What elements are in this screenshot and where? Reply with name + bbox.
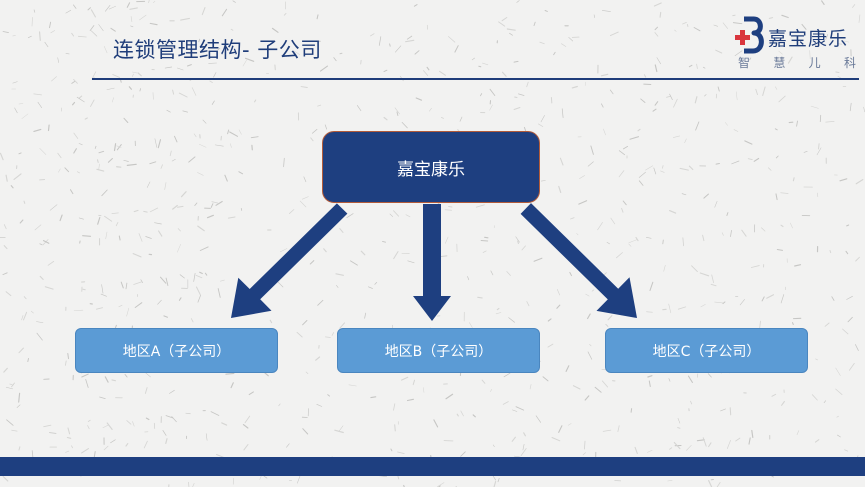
logo-tagline-char: 科 [843, 56, 856, 70]
logo-tagline-char: 智 [738, 56, 751, 70]
region-a-box: 地区A（子公司） [75, 328, 278, 373]
region-b-box: 地区B（子公司） [337, 328, 540, 373]
logo-tagline: 智 慧 儿 科 [738, 54, 856, 71]
arrow-to-region-c [520, 203, 637, 318]
region-c-box: 地区C（子公司） [605, 328, 808, 373]
title-divider [92, 78, 859, 80]
page-title: 连锁管理结构- 子公司 [113, 38, 322, 62]
brand-logo: 嘉宝康乐 智 慧 儿 科 [730, 14, 858, 72]
logo-mark-icon [735, 16, 764, 54]
arrow-to-region-a [231, 203, 348, 318]
logo-brand-name: 嘉宝康乐 [768, 28, 849, 50]
logo-tagline-char: 儿 [808, 56, 821, 70]
footer-bar [0, 457, 865, 476]
logo-tagline-char: 慧 [773, 56, 786, 70]
arrow-to-region-b [413, 204, 451, 321]
root-node-box: 嘉宝康乐 [322, 131, 540, 203]
